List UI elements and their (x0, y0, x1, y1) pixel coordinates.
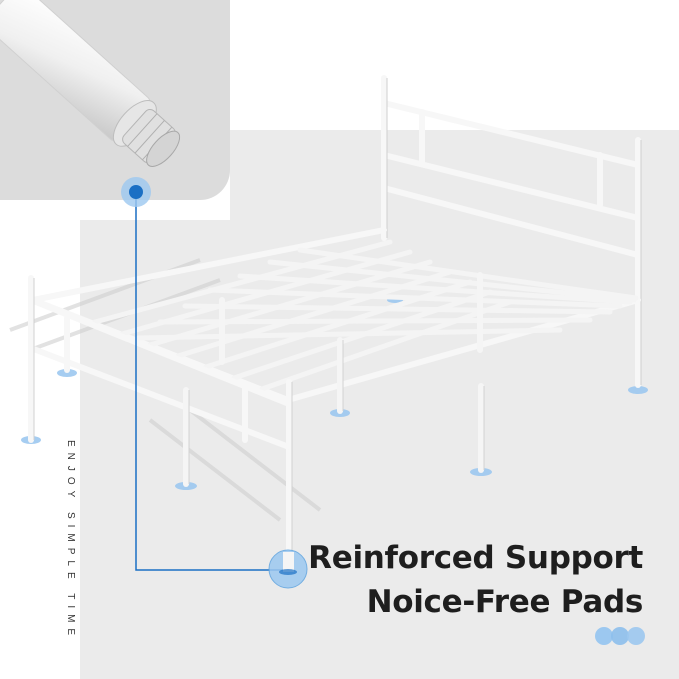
headline-line2: Noice-Free Pads (366, 584, 644, 620)
leg-pad-closeup-icon (0, 0, 230, 200)
headline: Reinforced Support Noice-Free Pads (308, 536, 643, 624)
decorative-dots-icon (595, 627, 645, 645)
side-tagline: ENJOY SIMPLE TIME (65, 440, 76, 642)
callout-marker-icon (121, 177, 308, 589)
headline-line1: Reinforced Support (308, 540, 643, 576)
